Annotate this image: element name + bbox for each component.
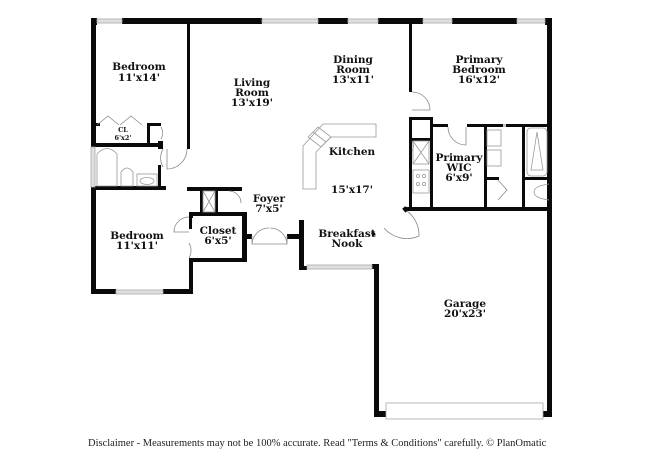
dining-room-size: 13'x11'	[332, 74, 374, 86]
refrigerator-icon	[412, 140, 430, 165]
bedroom-nw-name: Bedroom	[112, 61, 166, 73]
primary-bedroom-size: 16'x12'	[458, 74, 500, 86]
primary-wic-name-1: Primary	[436, 152, 484, 164]
closet-name: Closet	[200, 225, 237, 237]
bedroom-sw-size: 11'x11'	[116, 240, 158, 252]
bathtub-icon	[96, 148, 118, 187]
toilet-icon	[533, 183, 550, 201]
disclaimer-text: Disclaimer - Measurements may not be 100…	[88, 438, 547, 449]
room-labels: Bedroom 11'x14' CL 6'x2' Living Room 13'…	[110, 54, 506, 320]
garage-size: 20'x23'	[444, 308, 486, 320]
bathtub-icon	[526, 127, 548, 177]
breakfast-nook-name-2: Nook	[332, 238, 364, 250]
vanity-sink-icon	[486, 149, 502, 167]
primary-bedroom-name-1: Primary	[456, 54, 504, 66]
living-room-name-2: Room	[235, 87, 269, 99]
primary-bedroom-name-2: Bedroom	[452, 64, 506, 76]
kitchen-name: Kitchen	[329, 146, 376, 158]
breakfast-nook-name-1: Breakfast	[318, 228, 375, 240]
foyer-name: Foyer	[253, 193, 286, 205]
garage-name: Garage	[444, 298, 486, 310]
closet-size: 6'x5'	[204, 235, 231, 247]
kitchen-sink-icon	[307, 126, 332, 148]
doors	[96, 91, 508, 259]
windows	[90, 18, 546, 420]
living-room-name-1: Living	[234, 77, 271, 89]
bedroom-nw-size: 11'x14'	[118, 72, 160, 84]
closet-small-name: CL	[118, 126, 128, 134]
living-room-size: 13'x19'	[231, 97, 273, 109]
dining-room-name-1: Dining	[333, 54, 373, 66]
kitchen-size: 15'x17'	[331, 184, 373, 196]
dining-room-name-2: Room	[336, 64, 370, 76]
range-icon	[412, 169, 430, 194]
walls	[91, 18, 552, 417]
bedroom-sw-name: Bedroom	[110, 230, 164, 242]
fixtures	[96, 123, 550, 213]
primary-wic-size: 6'x9'	[445, 172, 472, 184]
sink-icon	[136, 173, 158, 187]
closet-small-size: 6'x2'	[115, 134, 132, 142]
foyer-size: 7'x5'	[255, 203, 282, 215]
toilet-icon	[120, 167, 134, 187]
vanity-sink-icon	[486, 129, 502, 147]
primary-wic-name-2: WIC	[445, 162, 471, 174]
